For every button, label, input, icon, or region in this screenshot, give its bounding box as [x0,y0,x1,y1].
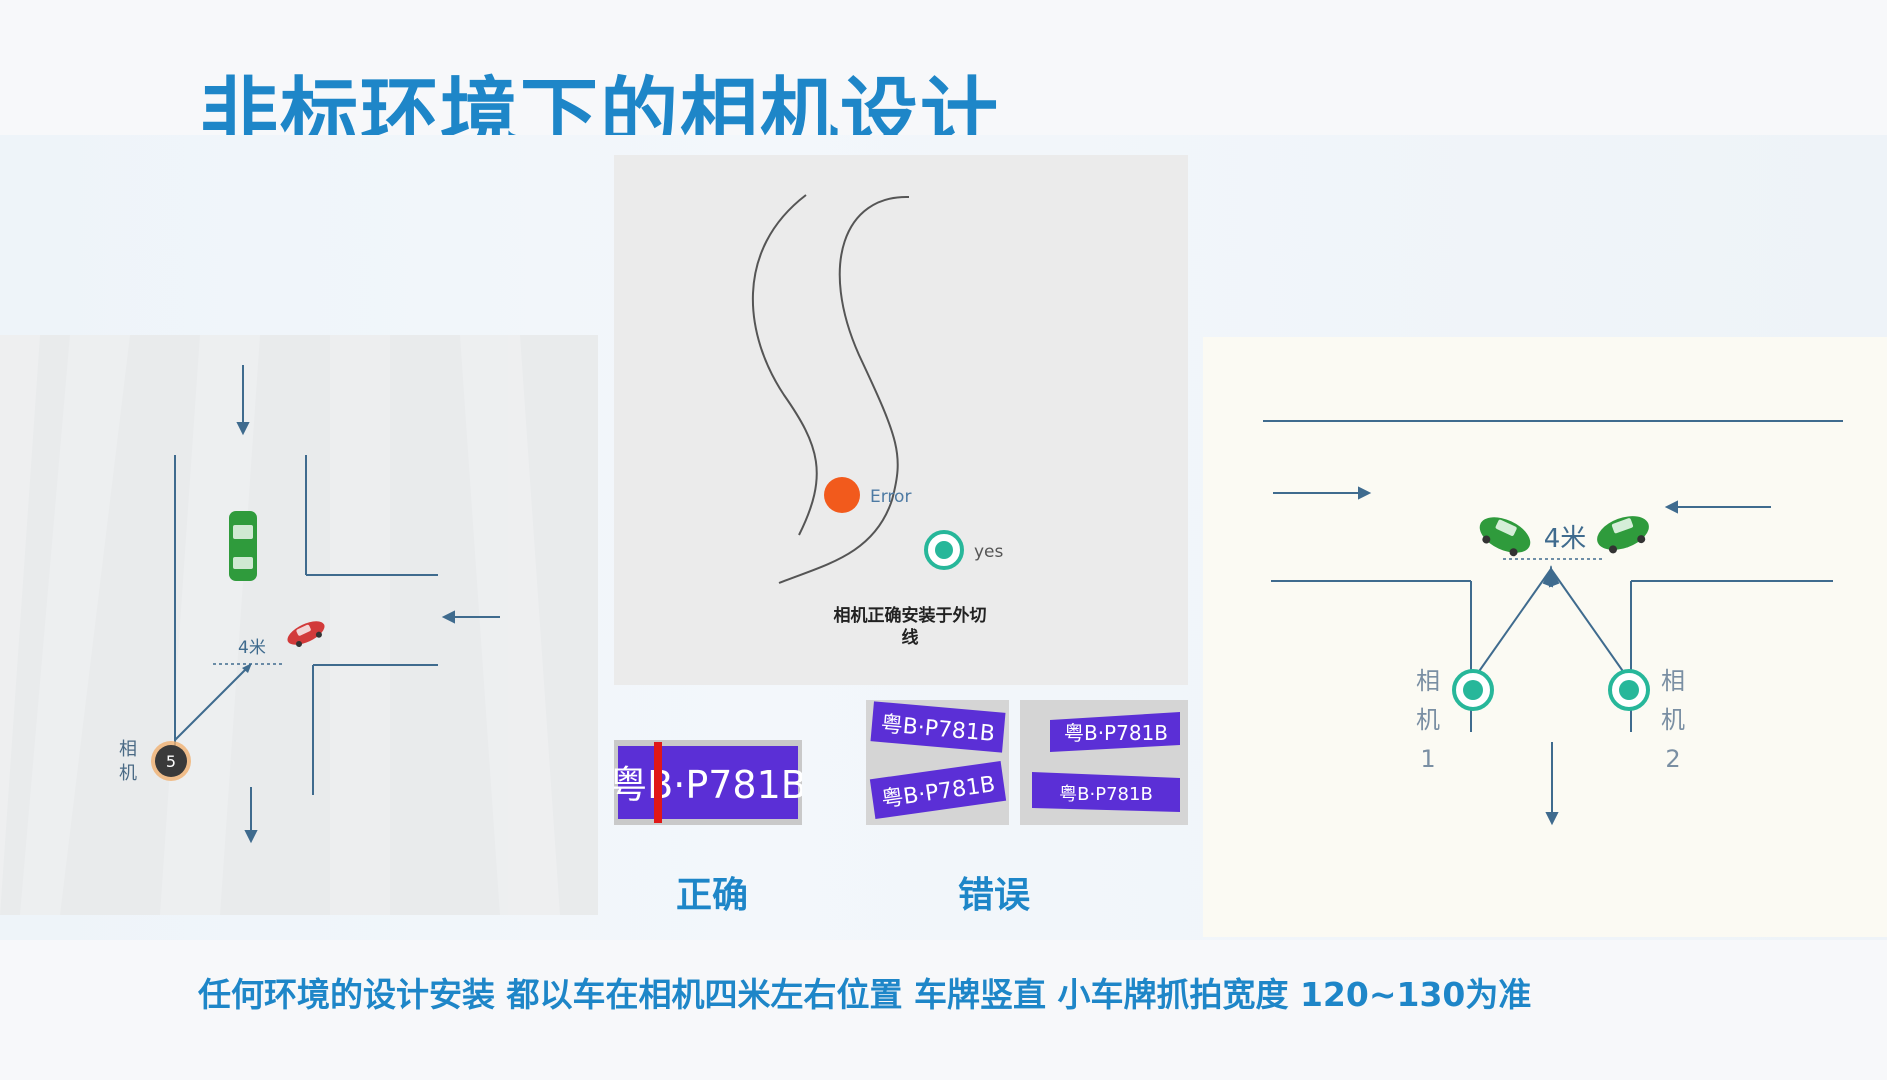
footer-note: 任何环境的设计安装 都以车在相机四米左右位置 车牌竖直 小车牌抓拍宽度 120~… [198,975,1532,1014]
wrong-label: 错误 [958,875,1031,916]
arrow-down-icon [244,787,258,844]
arrow-right-icon [1273,486,1372,500]
camera2-label-line: 2 [1665,745,1680,773]
camera1-sight-line [1474,568,1552,678]
camera-icon: 5 [151,741,191,781]
camera1-icon [1452,669,1494,711]
car-green-icon [1597,516,1649,554]
camera2-label-line: 相 [1661,667,1685,695]
camera1-label-line: 1 [1420,745,1435,773]
plate-correct-image: 粤B·P781B [614,740,802,825]
camera-sight-line [174,666,249,741]
yes-label: yes [974,542,1004,562]
car-green-icon [1479,517,1531,557]
error-label: Error [870,487,911,507]
left-intersection-diagram: 4米 5 相 机 [0,335,598,915]
plate-wrong-image-2: 粤B·P781B 粤B·P781B [1020,700,1188,825]
camera-number: 5 [166,752,176,771]
camera-label-bottom: 机 [119,763,137,784]
plate-text: 粤B·P781B [614,763,802,807]
arrow-down-icon [236,365,250,436]
arrow-down-icon [1545,742,1559,826]
car-green-icon [229,511,257,581]
arrow-left-icon [441,610,500,624]
distance-label: 4米 [1544,524,1587,554]
distance-label: 4米 [238,638,266,658]
curve-placement-diagram: Error yes 相机正确安装于外切 线 [614,155,1188,685]
camera2-icon [1608,669,1650,711]
camera-label-top: 相 [119,739,137,760]
caption-line-2: 线 [902,627,919,648]
caption-line-1: 相机正确安装于外切 [834,605,987,626]
vertical-guide-line [654,742,662,823]
yes-position-marker [924,530,964,570]
camera2-sight-line [1550,568,1628,678]
plate-wrong-image-1: 粤B·P781B 粤B·P781B [866,700,1009,825]
plate-text: 粤B·P781B [1059,784,1153,805]
camera1-label-line: 机 [1416,706,1440,734]
arrow-left-icon [1664,500,1771,514]
car-red-icon [287,621,325,647]
camera1-label-line: 相 [1416,667,1440,695]
error-position-marker [824,477,860,513]
correct-label: 正确 [676,875,749,916]
plate-text: 粤B·P781B [1064,721,1168,745]
curve-inner-line [752,194,818,536]
camera2-label-line: 机 [1661,706,1685,734]
dual-camera-diagram: 4米 相 机 1 相 机 2 [1203,337,1887,937]
curve-outer-line [778,195,910,584]
